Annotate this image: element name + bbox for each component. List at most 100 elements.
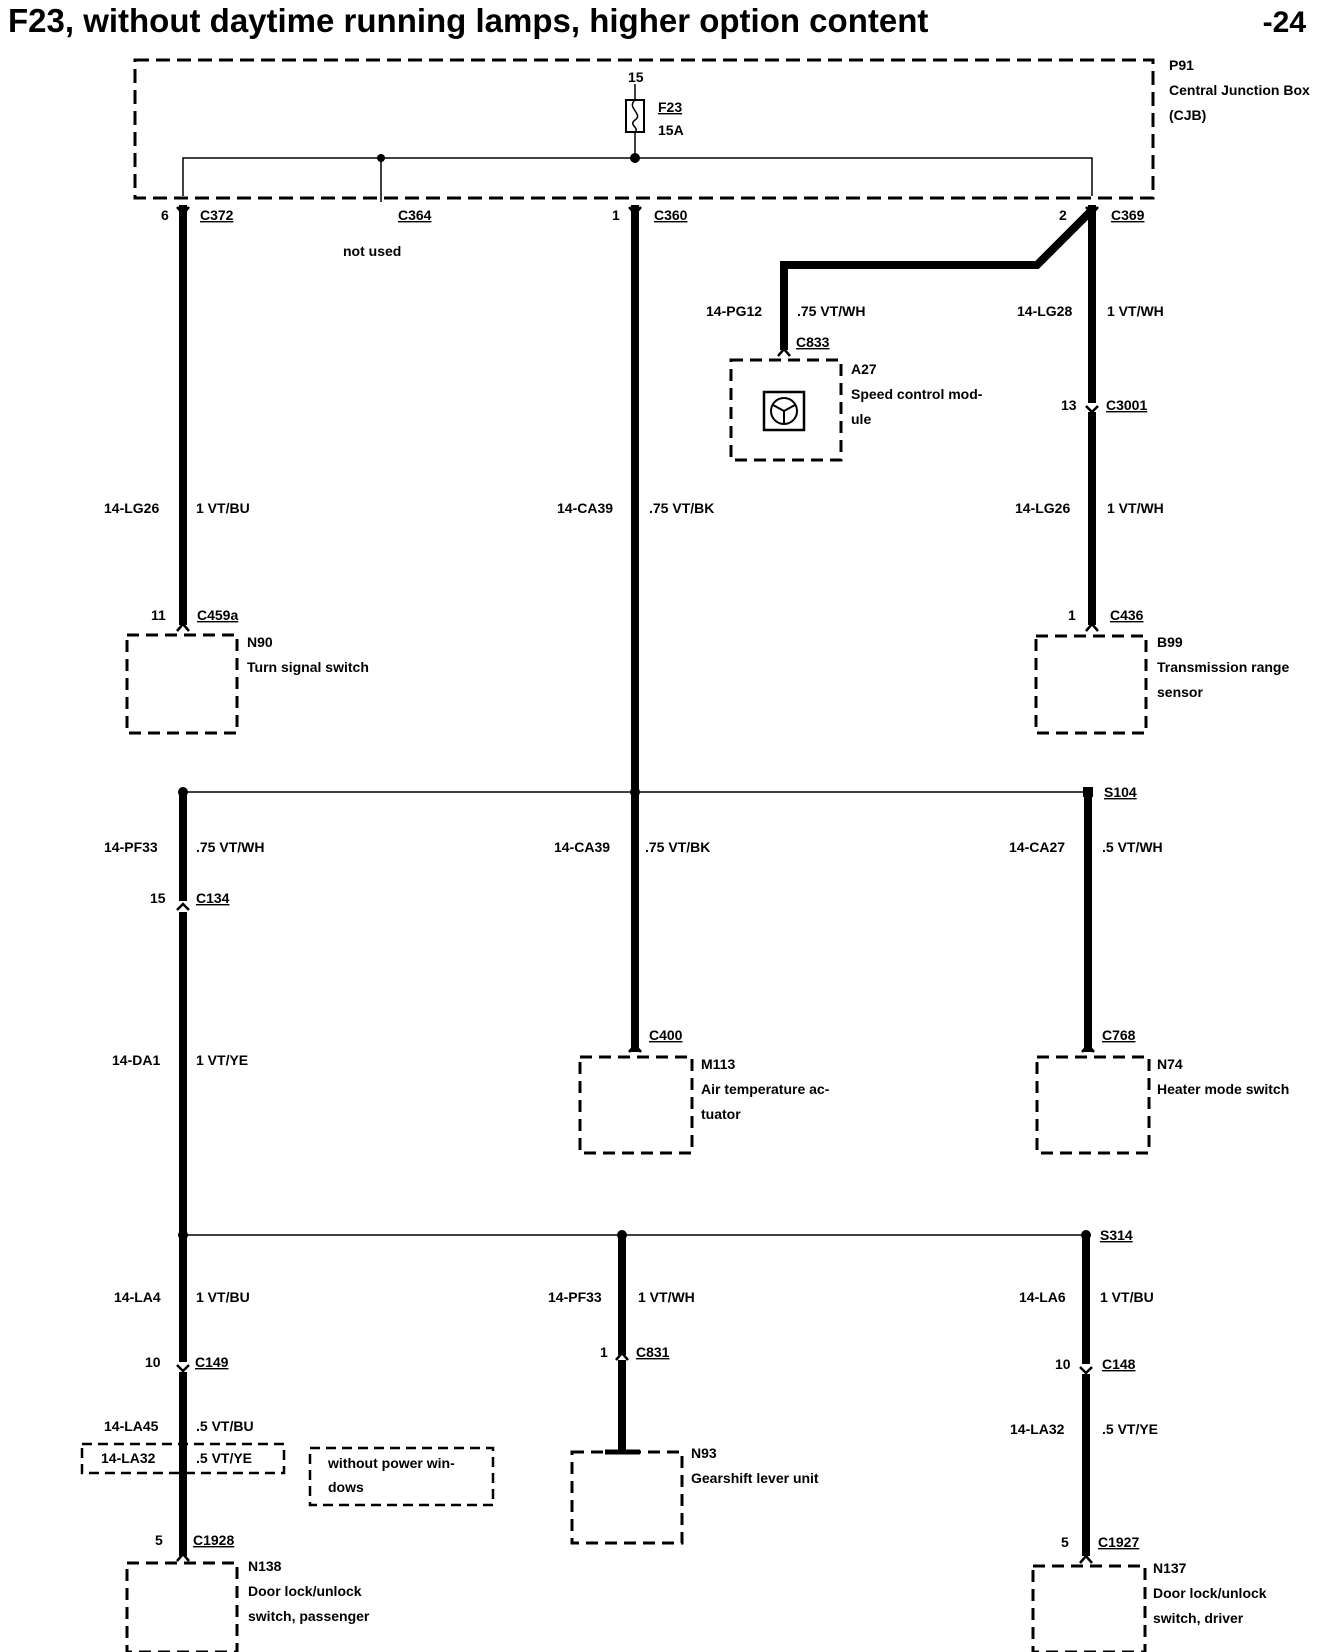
cjb-internal-bus xyxy=(182,157,1093,196)
n137-connector: C1927 xyxy=(1098,1534,1139,1550)
connector-mark-c459a xyxy=(176,622,190,632)
n93-box xyxy=(570,1450,684,1545)
connector-mark-c436 xyxy=(1085,622,1099,632)
m113-name-2: tuator xyxy=(701,1106,741,1122)
page-number: -24 xyxy=(1262,6,1306,39)
wire-la6-spec: 1 VT/BU xyxy=(1100,1289,1154,1305)
splice-s314 xyxy=(1081,1230,1091,1240)
a27-box xyxy=(729,358,843,462)
wire-lg26-right-spec: 1 VT/WH xyxy=(1107,500,1164,516)
c360-pin: 1 xyxy=(612,207,620,223)
wire-lg26-left-code: 14-LG26 xyxy=(104,500,159,516)
n93-id: N93 xyxy=(691,1445,717,1461)
cjb-name: Central Junction Box xyxy=(1169,82,1310,98)
m113-id: M113 xyxy=(701,1056,735,1072)
n74-box xyxy=(1035,1055,1151,1155)
wire-lg28-code: 14-LG28 xyxy=(1017,303,1072,319)
fuse-rating: 15A xyxy=(658,122,684,138)
n90-id: N90 xyxy=(247,634,273,650)
wire-la45-spec: .5 VT/BU xyxy=(196,1418,254,1434)
splice-s104 xyxy=(1083,787,1093,797)
wire-la45-code: 14-LA45 xyxy=(104,1418,159,1434)
n138-id: N138 xyxy=(248,1558,282,1574)
connector-mark-c360 xyxy=(628,206,642,216)
m113-connector: C400 xyxy=(649,1027,683,1043)
a27-connector: C833 xyxy=(796,334,830,350)
s314-id: S314 xyxy=(1100,1227,1133,1243)
n90-pin: 11 xyxy=(151,607,166,623)
connector-mark-c148 xyxy=(1079,1366,1093,1375)
wire-la4-code: 14-LA4 xyxy=(114,1289,161,1305)
c364-note: not used xyxy=(343,243,401,259)
c831-id: C831 xyxy=(636,1344,670,1360)
b99-box xyxy=(1034,634,1148,735)
cjb-box xyxy=(133,58,1155,200)
a27-id: A27 xyxy=(851,361,877,377)
wire-lg26-right-code: 14-LG26 xyxy=(1015,500,1070,516)
n137-id: N137 xyxy=(1153,1560,1187,1576)
c148-id: C148 xyxy=(1102,1356,1136,1372)
connector-mark-c369 xyxy=(1085,206,1099,216)
n138-name-2: switch, passenger xyxy=(248,1608,370,1624)
n137-name-1: Door lock/unlock xyxy=(1153,1585,1267,1601)
connector-mark-c400 xyxy=(628,1043,642,1053)
n138-box xyxy=(125,1561,239,1652)
cjb-id: P91 xyxy=(1169,57,1194,73)
wire-ca27-spec: .5 VT/WH xyxy=(1102,839,1163,855)
steering-wheel-icon xyxy=(762,390,806,432)
c134-id: C134 xyxy=(196,890,230,906)
connector-mark-c831 xyxy=(615,1351,629,1361)
connector-mark-c1927 xyxy=(1079,1554,1093,1564)
variant-wire-box xyxy=(80,1442,286,1475)
n138-pin: 5 xyxy=(155,1532,163,1548)
n138-name-1: Door lock/unlock xyxy=(248,1583,362,1599)
wire-da1-spec: 1 VT/YE xyxy=(196,1052,248,1068)
n137-name-2: switch, driver xyxy=(1153,1610,1244,1626)
c372-pin: 6 xyxy=(161,207,169,223)
connector-mark-c149 xyxy=(176,1364,190,1373)
b99-id: B99 xyxy=(1157,634,1183,650)
fuse-id: F23 xyxy=(658,99,682,115)
wire-pf33-top-spec: .75 VT/WH xyxy=(196,839,264,855)
n93-name: Gearshift lever unit xyxy=(691,1470,819,1486)
n138-connector: C1928 xyxy=(193,1532,234,1548)
wire-ca39-mid-spec: .75 VT/BK xyxy=(645,839,710,855)
wire-la32-left-code: 14-LA32 xyxy=(101,1450,156,1466)
junction-dot-cjb-c364 xyxy=(377,154,385,162)
b99-name-2: sensor xyxy=(1157,684,1203,700)
variant-note-box xyxy=(308,1446,495,1507)
c369-pin: 2 xyxy=(1059,207,1067,223)
connector-mark-c3001 xyxy=(1085,405,1099,414)
cjb-abbrev: (CJB) xyxy=(1169,107,1206,123)
connector-mark-c768 xyxy=(1081,1043,1095,1053)
wire-pg12 xyxy=(780,207,1095,350)
n137-box xyxy=(1031,1564,1147,1652)
wire-lg26-left-spec: 1 VT/BU xyxy=(196,500,250,516)
junction-dot-cjb-fuse xyxy=(630,153,640,163)
fuse-element xyxy=(631,99,639,133)
wire-pf33-bot-spec: 1 VT/WH xyxy=(638,1289,695,1305)
n90-name: Turn signal switch xyxy=(247,659,369,675)
wire-pf33-bot-code: 14-PF33 xyxy=(548,1289,602,1305)
c364-id: C364 xyxy=(398,207,432,223)
c831-pin: 1 xyxy=(600,1344,608,1360)
c134-pin: 15 xyxy=(150,890,166,906)
fuse-pin: 15 xyxy=(628,69,644,85)
wire-la6-code: 14-LA6 xyxy=(1019,1289,1066,1305)
connector-mark-c134 xyxy=(176,902,190,911)
junction-dot-s104-left xyxy=(178,787,188,797)
b99-pin: 1 xyxy=(1068,607,1076,623)
variant-note-2: dows xyxy=(328,1479,364,1495)
connector-mark-c372 xyxy=(176,206,190,216)
c372-id: C372 xyxy=(200,207,234,223)
variant-note-1: without power win- xyxy=(327,1455,455,1471)
wire-pg12-spec: .75 VT/WH xyxy=(797,303,865,319)
wire-lg28-spec: 1 VT/WH xyxy=(1107,303,1164,319)
n137-pin: 5 xyxy=(1061,1534,1069,1550)
n90-connector: C459a xyxy=(197,607,238,623)
c360-id: C360 xyxy=(654,207,688,223)
wire-la32-right-code: 14-LA32 xyxy=(1010,1421,1065,1437)
junction-dot-s104-mid xyxy=(630,787,640,797)
wire-la4-spec: 1 VT/BU xyxy=(196,1289,250,1305)
